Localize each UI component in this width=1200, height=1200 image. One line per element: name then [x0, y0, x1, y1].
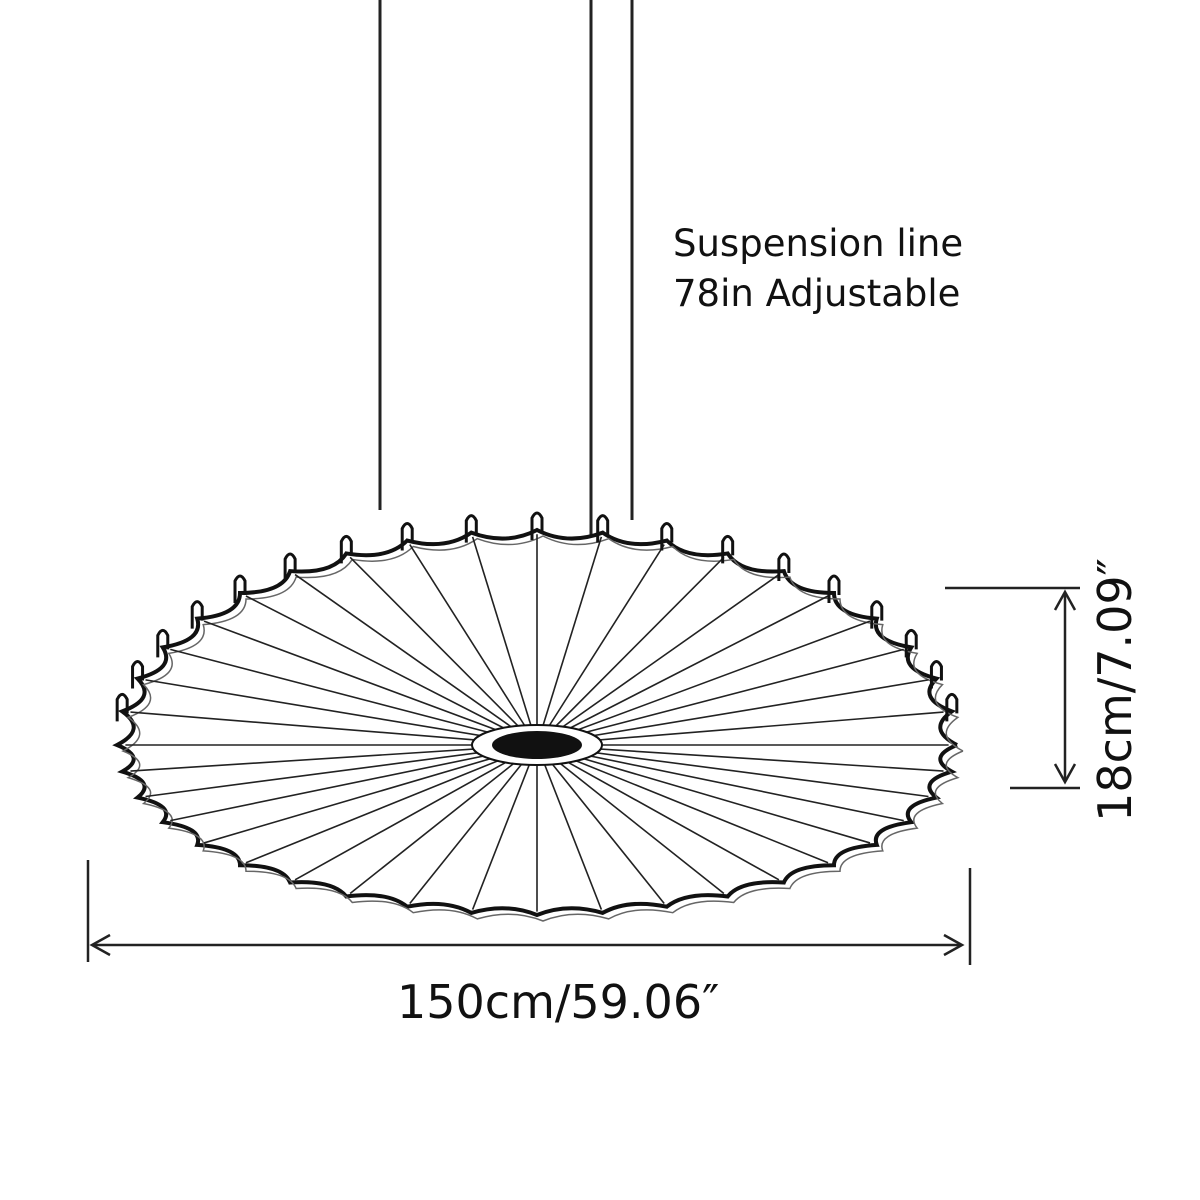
lamp-rib: [536, 679, 929, 746]
lamp-rib: [536, 536, 603, 746]
width-label: 150cm/59.06″: [397, 975, 720, 1029]
lamp-clip-hook: [400, 522, 414, 551]
lamp-rib: [245, 595, 538, 746]
lamp-rib: [536, 544, 665, 746]
lamp-rib: [145, 679, 538, 746]
lamp-rib: [536, 744, 725, 895]
lamp-rib: [536, 744, 871, 844]
lamp-rib: [170, 648, 538, 746]
lamp-clip-hook: [339, 534, 353, 564]
lamp-rib: [130, 744, 538, 772]
lamp-rib: [536, 711, 944, 746]
lamp-shade: [112, 511, 964, 922]
lamp-clip-hook: [660, 522, 674, 551]
lamp-clip-hook: [929, 660, 943, 689]
lamp-clip-hook: [827, 574, 841, 603]
lamp-rim-inner: [121, 535, 964, 922]
lamp-rib: [471, 536, 538, 746]
lamp-rib: [245, 744, 538, 864]
lamp-rib: [349, 556, 538, 746]
lamp-rib: [203, 744, 538, 844]
height-dimension: [945, 586, 1080, 790]
lamp-clip-hook: [870, 600, 884, 629]
lamp-rib: [294, 744, 538, 881]
lamp-rib: [170, 744, 538, 822]
lamp-clip-hook: [190, 600, 204, 629]
lamp-clip-hook: [530, 511, 544, 540]
height-label: 18cm/7.09″: [1088, 558, 1142, 822]
lamp-rib: [349, 744, 538, 895]
lamp-rib: [536, 744, 665, 904]
lamp-rib: [536, 744, 780, 881]
lamp-clip-hook: [945, 692, 959, 722]
lamp-rib: [536, 744, 904, 822]
lamp-rib: [536, 620, 871, 746]
lamp-rib: [409, 744, 538, 904]
lamp-center-hub: [492, 731, 582, 759]
suspension-label-line2: 78in Adjustable: [673, 272, 961, 315]
lamp-clip-hook: [115, 692, 129, 722]
lamp-clip-hook: [721, 534, 735, 564]
lamp-clip-hook: [156, 628, 170, 658]
lamp-clip-hook: [131, 660, 145, 689]
lamp-clip-hook: [233, 574, 247, 603]
lamp-rib: [294, 573, 538, 746]
lamp-rib: [471, 744, 538, 910]
lamp-rib: [409, 544, 538, 746]
lamp-clip-hook: [777, 552, 791, 582]
lamp-rib: [130, 711, 538, 746]
width-dimension: [86, 860, 972, 965]
suspension-label-line1: Suspension line: [673, 222, 964, 265]
lamp-rib: [536, 744, 944, 772]
lamp-rib: [203, 620, 538, 746]
lamp-rib: [536, 595, 829, 746]
lamp-clip-hook: [596, 514, 610, 543]
lamp-clip-hook: [904, 628, 918, 658]
lamp-rib: [536, 744, 603, 910]
lamp-rib: [145, 744, 538, 798]
lamp-rib: [536, 556, 725, 746]
lamp-rib: [536, 744, 829, 864]
lamp-rib: [536, 573, 780, 746]
lamp-clip-hook: [464, 514, 478, 543]
lamp-rib: [536, 648, 904, 746]
lamp-rib: [536, 744, 929, 798]
lamp-clip-hook: [283, 552, 297, 582]
